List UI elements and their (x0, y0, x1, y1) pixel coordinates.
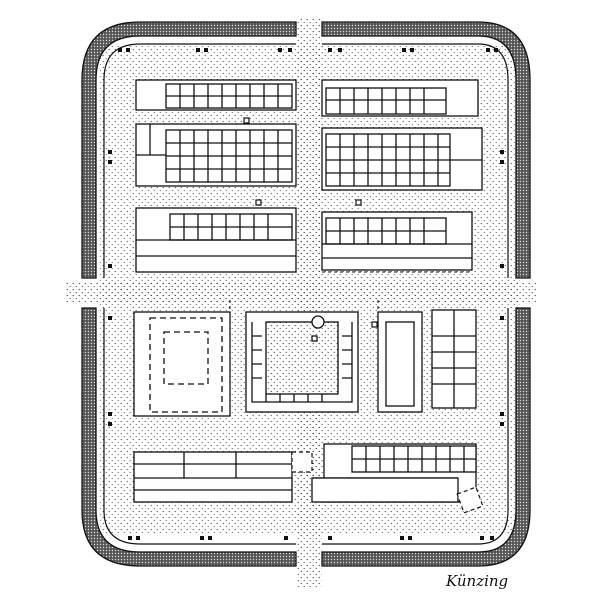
barrack-ne-3 (321, 211, 473, 271)
barrack-sw (133, 451, 293, 503)
plan-caption: Künzing (446, 572, 509, 590)
road-lines (136, 271, 472, 312)
barrack-ne-1 (321, 79, 479, 117)
outer-wall (81, 21, 531, 567)
granary (377, 311, 423, 413)
small-markers (243, 117, 378, 328)
barrack-se (311, 443, 477, 503)
barrack-nw-3 (135, 207, 297, 273)
barrack-nw-1 (135, 79, 297, 111)
praetorium (133, 311, 231, 417)
building-east (431, 309, 477, 409)
barrack-nw-2 (135, 123, 297, 187)
inner-rampart (103, 43, 509, 545)
dashed-squares (291, 451, 484, 514)
tower-posts (108, 48, 504, 540)
barrack-ne-2 (321, 127, 483, 191)
principia (245, 311, 359, 413)
